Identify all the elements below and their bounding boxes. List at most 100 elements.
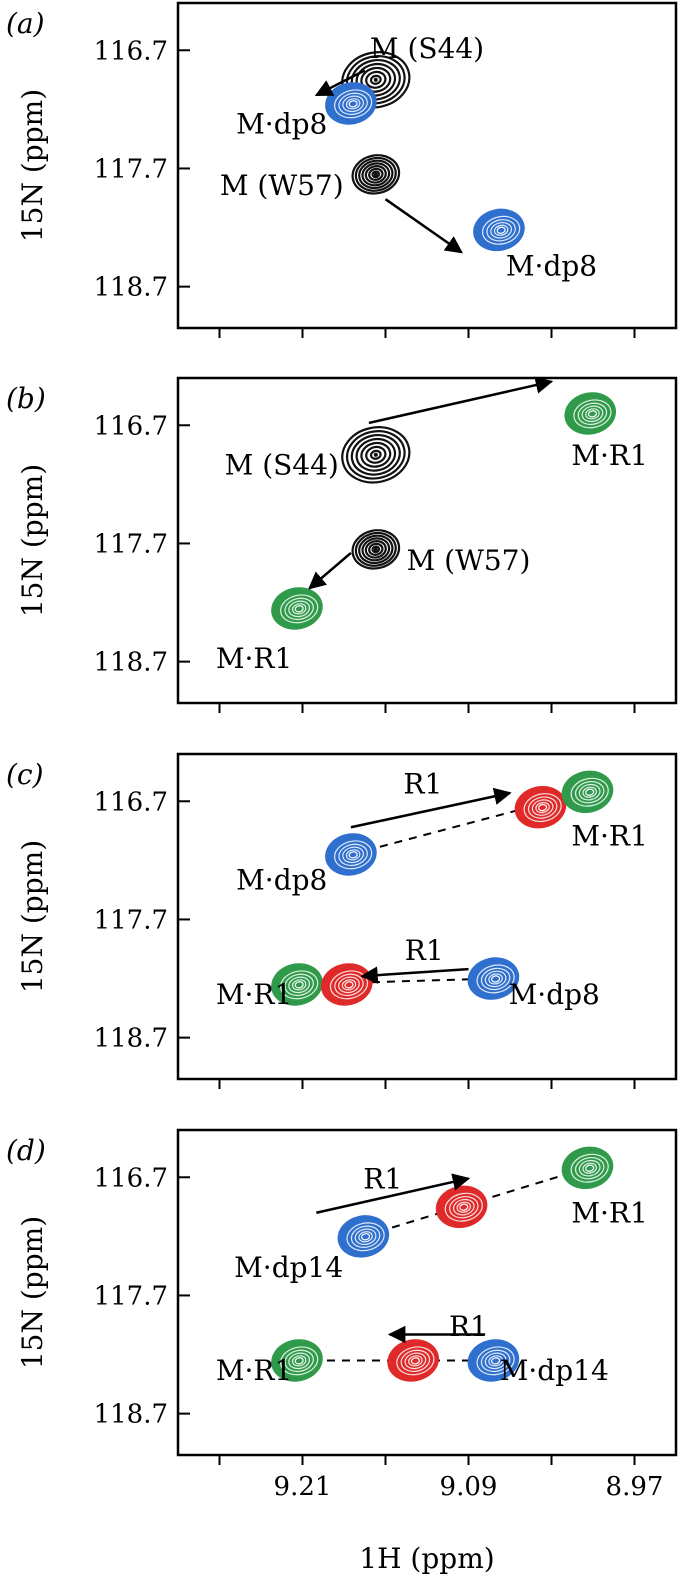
peak-dp8 <box>325 82 377 125</box>
shift-arrow <box>316 1173 471 1214</box>
plot-frame <box>176 752 678 1081</box>
dashed-connector <box>350 790 588 856</box>
peak-dp8 <box>467 957 520 1000</box>
contour-center <box>491 975 501 983</box>
shift-arrow <box>308 551 352 590</box>
peak-label: M (W57) <box>407 544 531 577</box>
contour-ring <box>577 402 608 426</box>
contour-ring <box>354 156 397 192</box>
contour-ring <box>581 405 604 423</box>
contour-ring <box>408 1355 423 1367</box>
peak-free <box>351 529 401 570</box>
contour-ring <box>280 594 319 624</box>
contour-ring <box>342 95 365 113</box>
contour-ring <box>291 603 307 615</box>
arrow-label: R1 <box>363 1162 402 1195</box>
contour-ring <box>570 777 609 807</box>
peak-label: M·dp14 <box>234 1251 343 1284</box>
contour-ring <box>354 1228 377 1246</box>
contour-ring <box>280 970 319 1000</box>
contour-center <box>585 788 595 796</box>
y-tick-label: 118.7 <box>94 648 168 678</box>
contour-ring <box>333 840 373 870</box>
contour-ring <box>291 1355 307 1367</box>
contour-center <box>496 226 506 234</box>
contour-ring <box>351 529 401 570</box>
peak-R1 <box>561 770 614 814</box>
peak-R1 <box>564 392 617 435</box>
contour-ring <box>364 165 387 184</box>
peak-label: M·dp14 <box>500 1354 609 1387</box>
contour-ring <box>368 542 384 556</box>
peak-ternary <box>514 785 567 829</box>
contour-ring <box>452 1198 475 1216</box>
contour-center <box>538 803 548 812</box>
contour-ring <box>480 1349 511 1373</box>
contour-ring <box>488 1355 503 1367</box>
peak-label: M·R1 <box>571 820 647 853</box>
contour-ring <box>490 221 513 239</box>
shift-arrow <box>350 787 512 829</box>
peak-label: M·R1 <box>571 1197 647 1230</box>
contour-ring <box>284 1349 314 1373</box>
peak-ternary <box>387 1339 439 1382</box>
contour-ring <box>371 545 381 554</box>
contour-ring <box>288 600 311 618</box>
contour-ring <box>369 449 382 460</box>
y-tick-label: 116.7 <box>94 36 168 66</box>
contour-ring <box>280 1346 319 1376</box>
x-tick-label: 8.97 <box>606 1472 664 1502</box>
y-axis-title: 15N (ppm) <box>16 1216 49 1369</box>
contour-ring <box>346 1222 385 1252</box>
y-tick-label: 117.7 <box>94 905 168 935</box>
dashed-connector <box>363 1166 588 1238</box>
contour-ring <box>449 1196 479 1219</box>
plot-frame <box>176 376 678 705</box>
contour-ring <box>368 167 384 181</box>
peak-ternary <box>435 1185 488 1229</box>
contour-center <box>410 1357 420 1365</box>
contour-ring <box>480 967 511 991</box>
plot-frame <box>176 1 678 330</box>
contour-ring <box>582 786 597 798</box>
peak-label: M (S44) <box>225 448 339 481</box>
peak-R1 <box>271 1339 323 1382</box>
contour-ring <box>582 1162 597 1174</box>
y-tick-label: 116.7 <box>94 787 168 817</box>
contour-ring <box>345 849 361 861</box>
peak-label: M·dp8 <box>236 863 327 896</box>
y-axis-title: 15N (ppm) <box>16 89 49 242</box>
contour-ring <box>573 399 612 429</box>
contour-ring <box>365 445 387 464</box>
contour-ring <box>360 441 392 468</box>
contour-ring <box>484 1352 507 1370</box>
contour-ring <box>484 970 507 988</box>
arrow-label: R1 <box>403 768 442 801</box>
arrow-label: R1 <box>405 934 444 967</box>
y-tick-label: 117.7 <box>94 154 168 184</box>
y-tick-label: 117.7 <box>94 1281 168 1311</box>
contour-ring <box>345 98 361 110</box>
y-tick-label: 117.7 <box>94 529 168 559</box>
contour-ring <box>578 783 601 801</box>
contour-ring <box>476 964 515 994</box>
panel-label: (c) <box>6 758 44 791</box>
peak-ternary <box>320 963 373 1006</box>
contour-center <box>294 981 304 989</box>
contour-ring <box>493 224 509 236</box>
contour-ring <box>345 430 406 480</box>
contour-ring <box>333 89 373 119</box>
contour-ring <box>284 597 314 621</box>
contour-ring <box>535 801 550 814</box>
contour-ring <box>288 1352 311 1370</box>
shift-arrow <box>360 966 469 984</box>
contour-ring <box>488 973 503 985</box>
contour-ring <box>342 846 365 864</box>
contour-ring <box>476 1346 515 1376</box>
contour-ring <box>338 92 368 116</box>
contour-ring <box>578 1159 601 1177</box>
contour-ring <box>350 1225 381 1248</box>
